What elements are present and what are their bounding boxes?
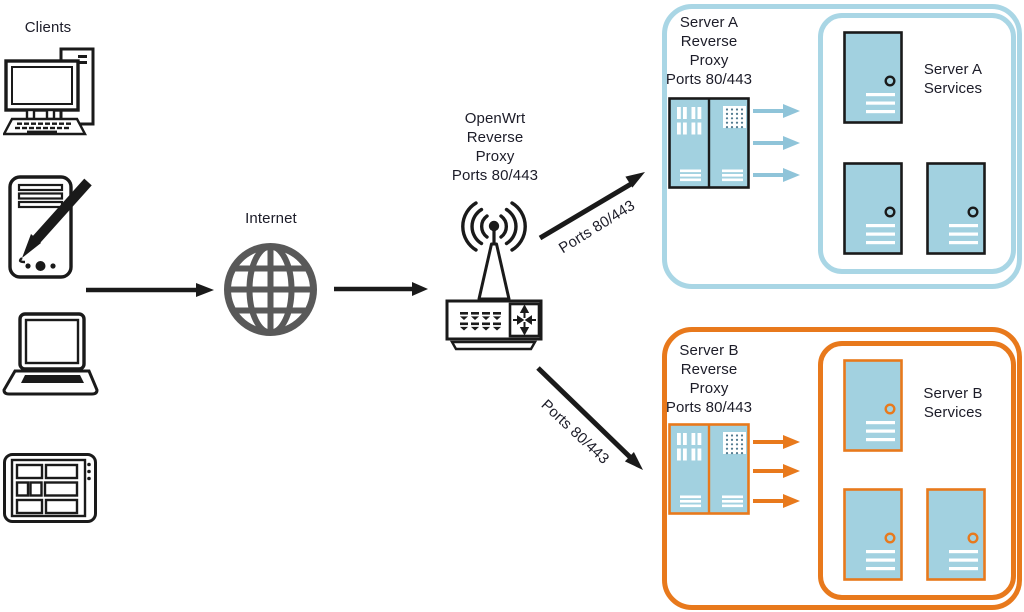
server-a-proxy-line: Proxy	[689, 52, 729, 69]
arrow-clients-to-internet	[86, 283, 214, 297]
server-a-proxy-label: Server A Reverse Proxy Ports 80/443	[650, 13, 768, 89]
arrow-internet-to-router	[334, 282, 428, 296]
openwrt-line: Proxy	[475, 148, 515, 165]
server-b-proxy-line: Proxy	[689, 380, 729, 397]
server-a-tower-icon	[843, 162, 903, 255]
openwrt-label: OpenWrt Reverse Proxy Ports 80/443	[441, 109, 549, 185]
openwrt-line: OpenWrt	[464, 110, 526, 127]
openwrt-line: Reverse	[466, 129, 524, 146]
server-b-proxy-line: Reverse	[680, 361, 738, 378]
desktop-client-icon	[3, 47, 95, 136]
server-b-tower-icon	[843, 488, 903, 581]
server-a-services-label: Server A Services	[903, 60, 1003, 98]
server-b-rack-icon	[668, 423, 750, 515]
server-a-proxy-line: Reverse	[680, 33, 738, 50]
proxy-arrow-b	[753, 494, 800, 508]
server-b-services-line: Services	[923, 404, 983, 421]
server-a-proxy-line: Ports 80/443	[665, 71, 753, 88]
server-a-services-line: Services	[923, 80, 983, 97]
server-a-proxy-line: Server A	[679, 14, 739, 31]
route-b-arrow	[536, 366, 643, 470]
server-b-tower-icon	[926, 488, 986, 581]
clients-label: Clients	[24, 19, 72, 36]
proxy-arrow-b	[753, 435, 800, 449]
globe-icon	[224, 243, 317, 336]
internet-label: Internet	[245, 210, 297, 227]
tablet-client-icon	[3, 453, 97, 523]
server-b-services-label: Server B Services	[903, 384, 1003, 422]
laptop-client-icon	[2, 312, 99, 396]
server-b-services-line: Server B	[923, 385, 983, 402]
proxy-arrow-a	[753, 168, 800, 182]
proxy-arrow-a	[753, 136, 800, 150]
openwrt-line: Ports 80/443	[451, 167, 539, 184]
route-a-arrow	[538, 172, 645, 241]
proxy-arrow-b	[753, 464, 800, 478]
server-a-tower-icon	[843, 31, 903, 124]
server-a-rack-icon	[668, 97, 750, 189]
server-b-proxy-line: Server B	[679, 342, 739, 359]
pda-client-icon	[8, 175, 92, 279]
server-b-tower-icon	[843, 359, 903, 452]
server-b-proxy-label: Server B Reverse Proxy Ports 80/443	[650, 341, 768, 417]
server-a-services-line: Server A	[923, 61, 983, 78]
server-b-proxy-line: Ports 80/443	[665, 399, 753, 416]
server-a-tower-icon	[926, 162, 986, 255]
wireless-router-icon	[445, 201, 543, 351]
proxy-arrow-a	[753, 104, 800, 118]
